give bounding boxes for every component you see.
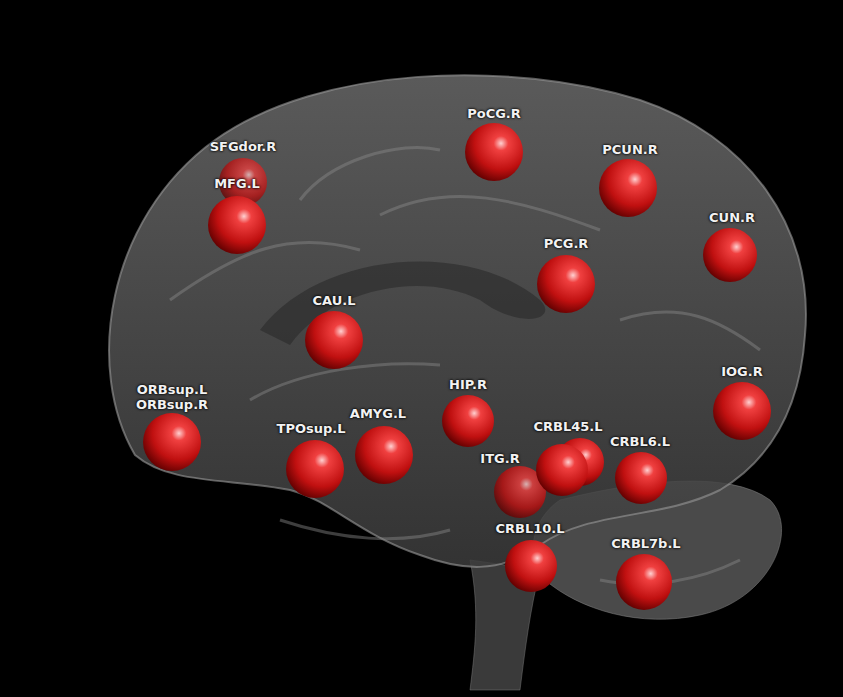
- region-label: CRBL6.L: [610, 434, 670, 449]
- region-label: ORBsup.R: [136, 397, 208, 412]
- region-label: ORBsup.L: [137, 382, 208, 397]
- region-label: PCUN.R: [602, 142, 657, 157]
- region-label: CRBL10.L: [495, 521, 564, 536]
- region-label: CRBL7b.L: [611, 536, 680, 551]
- region-label: CUN.R: [709, 210, 755, 225]
- region-label: CRBL45.L: [533, 419, 602, 434]
- region-label: TPOsup.L: [277, 421, 346, 436]
- region-sphere: [143, 123, 771, 610]
- region-label: PoCG.R: [467, 106, 521, 121]
- region-label: HIP.R: [449, 377, 487, 392]
- region-label: PCG.R: [544, 236, 589, 251]
- region-label: AMYG.L: [350, 406, 406, 421]
- region-label: MFG.L: [214, 176, 260, 191]
- region-label: ITG.R: [480, 451, 519, 466]
- region-label: CAU.L: [313, 293, 356, 308]
- region-label: SFGdor.R: [210, 139, 277, 154]
- region-label: IOG.R: [721, 364, 763, 379]
